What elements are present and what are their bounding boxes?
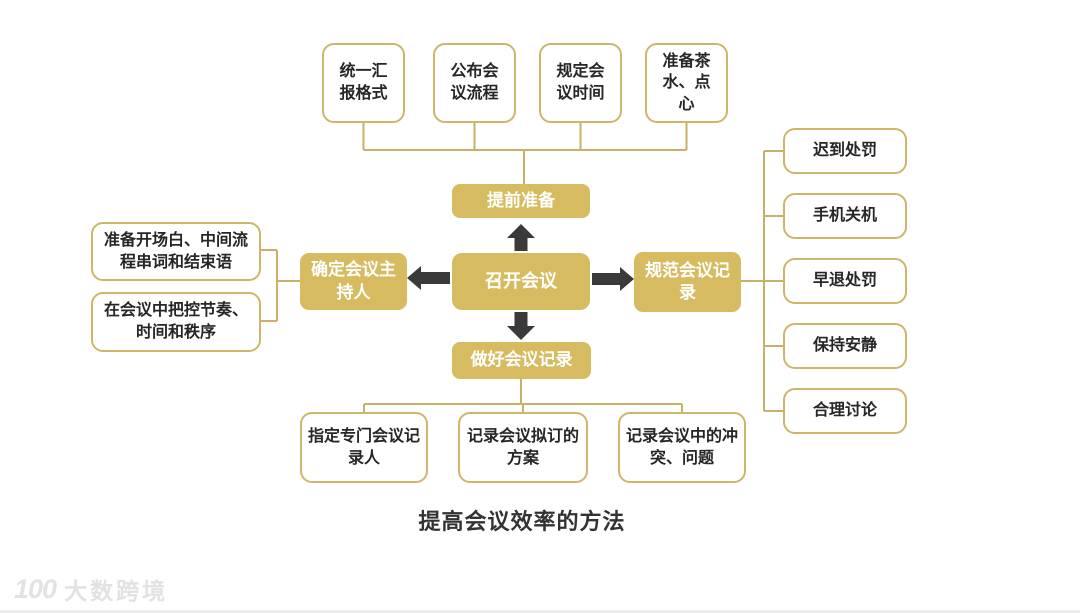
node-prepare-in-advance: 提前准备 [452, 184, 590, 218]
watermark-logo: 100 大数跨境 [14, 572, 168, 606]
leaf-keep-quiet: 保持安静 [783, 323, 907, 369]
leaf-late-penalty: 迟到处罚 [783, 128, 907, 174]
diagram-title: 提高会议效率的方法 [418, 509, 626, 534]
top-branch-connectors [362, 123, 688, 185]
right-branch-connectors [741, 150, 784, 412]
arrow-right-icon [592, 267, 634, 291]
leaf-phones-off: 手机关机 [783, 193, 907, 239]
watermark-brand-text: 大数跨境 [64, 578, 169, 604]
bottom-edge-divider [0, 610, 1080, 613]
leaf-record-conflicts-issues: 记录会议中的冲突、问题 [618, 412, 746, 483]
leaf-early-leave-penalty: 早退处罚 [783, 258, 907, 304]
node-hold-meeting-center: 召开会议 [452, 253, 590, 310]
arrow-up-icon [507, 224, 535, 251]
leaf-publish-meeting-process: 公布会议流程 [433, 43, 516, 123]
arrow-left-icon [407, 266, 450, 290]
watermark-100-icon: 100 [14, 573, 57, 604]
node-determine-host: 确定会议主持人 [300, 253, 407, 310]
leaf-unified-report-format: 统一汇报格式 [322, 43, 405, 123]
leaf-prepare-tea-snacks: 准备茶水、点心 [645, 43, 728, 123]
arrow-down-icon [507, 312, 535, 340]
leaf-record-proposed-plans: 记录会议拟订的方案 [458, 412, 588, 483]
leaf-set-meeting-time: 规定会议时间 [539, 43, 622, 123]
leaf-reasonable-discussion: 合理讨论 [783, 388, 907, 434]
leaf-control-pace-time-order: 在会议中把控节奏、时间和秩序 [91, 292, 261, 352]
left-branch-connectors [261, 249, 301, 322]
node-keep-meeting-minutes: 做好会议记录 [452, 342, 591, 379]
bottom-branch-connectors [363, 378, 683, 413]
node-standardize-records: 规范会议记录 [634, 252, 741, 312]
leaf-prepare-opening-remarks: 准备开场白、中间流程串词和结束语 [91, 222, 261, 281]
leaf-designate-recorder: 指定专门会议记录人 [300, 412, 428, 483]
